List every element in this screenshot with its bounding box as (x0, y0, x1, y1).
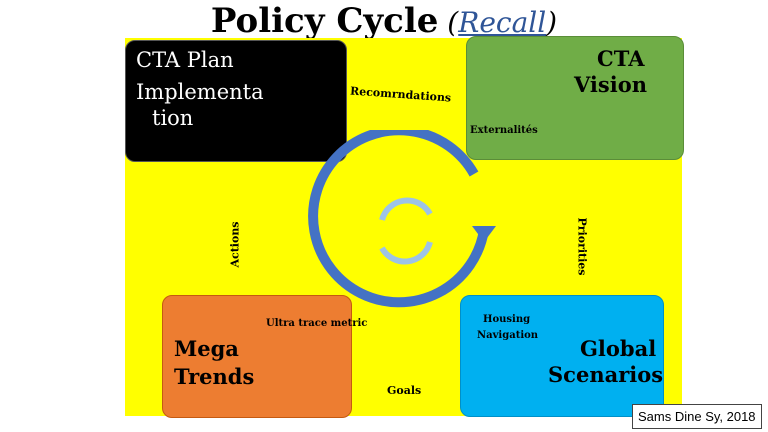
goals-label: Goals (387, 384, 422, 397)
global-scenarios-line2: Scenarios (548, 362, 664, 387)
navigation-label: Navigation (477, 330, 539, 341)
actions-label: Actions (228, 221, 242, 268)
cycle-arrowhead (472, 226, 496, 242)
global-scenarios-box (460, 295, 664, 417)
inner-arrow-top (379, 197, 433, 221)
cta-vision-line1: CTA (597, 46, 645, 71)
slide-title: Policy Cycle (Recall) (0, 0, 768, 42)
cta-plan-line3: tion (152, 106, 194, 130)
credit-label: Sams Dine Sy, 2018 (632, 404, 762, 429)
housing-label: Housing (483, 314, 531, 325)
cycle-arrow-stroke (308, 130, 489, 308)
cta-vision-box (466, 36, 684, 160)
refresh-icon (379, 197, 433, 265)
title-paren-open: ( (438, 6, 459, 39)
mega-trends-box (162, 295, 352, 418)
ultra-trace-label: Ultra trace metric (266, 318, 368, 329)
mega-trends-line2: Trends (174, 364, 255, 389)
circular-arrow-icon (308, 130, 496, 308)
recall-link[interactable]: Recall (458, 6, 547, 39)
mega-trends-line1: Mega (174, 336, 239, 361)
externalities-label: Externalités (470, 125, 538, 136)
title-paren-close: ) (546, 6, 558, 39)
cta-plan-line1: CTA Plan (136, 48, 234, 72)
cta-plan-line2: Implementa (136, 80, 264, 104)
inner-arrow-bottom (379, 241, 433, 265)
cta-plan-box (125, 40, 347, 162)
priorities-label: Priorities (575, 217, 589, 276)
title-main: Policy Cycle (210, 1, 439, 41)
global-scenarios-line1: Global (580, 336, 657, 361)
cta-vision-line2: Vision (574, 72, 647, 97)
